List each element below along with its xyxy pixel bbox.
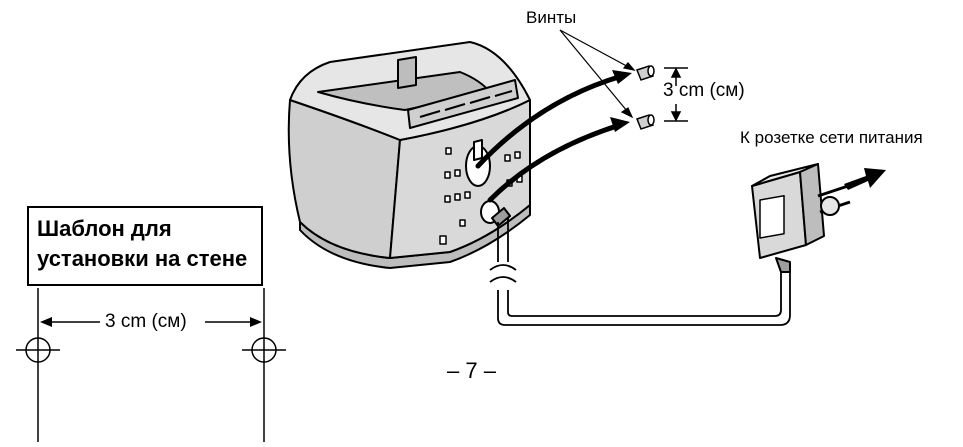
template-distance-label: 3 cm (см) [103, 311, 189, 333]
screws-label: Винты [526, 8, 577, 27]
mount-arrowheads [610, 70, 632, 132]
charger-base [287, 41, 531, 269]
screw-bottom [636, 114, 655, 130]
power-cord [489, 218, 791, 326]
screws-leader-lines [559, 29, 636, 119]
outlet-label: К розетке сети питания [740, 128, 923, 147]
template-title-line1: Шаблон для [37, 216, 172, 241]
page-number: – 7 – [447, 358, 496, 383]
screw-distance-bracket [664, 67, 688, 122]
template-guides [16, 288, 286, 442]
template-title-line2: установки на стене [37, 246, 248, 271]
plug-direction-arrow [844, 168, 886, 190]
ac-adapter [751, 163, 851, 273]
wall-template-title-box: Шаблон для установки на стене [27, 206, 263, 286]
template-arrowheads [40, 317, 262, 327]
screw-distance-label: 3 cm (см) [663, 80, 745, 101]
mount-arrows [475, 73, 625, 203]
screw-top [636, 65, 655, 81]
